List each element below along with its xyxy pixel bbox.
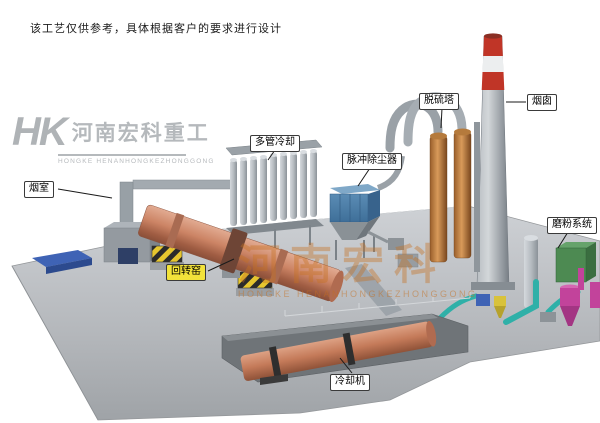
yellow-cyclone [494, 296, 506, 318]
company-name-cn: 河南宏科重工 [71, 122, 210, 145]
cooling-machine [240, 320, 437, 385]
watermark-divider [58, 154, 186, 156]
discharge-chute [345, 264, 402, 316]
disclaimer-note: 该工艺仅供参考，具体根据客户的要求进行设计 [30, 23, 282, 35]
company-watermark-left: HK 河南宏科重工 HONGKE HENANHONGKEZHONGGONG [12, 110, 215, 165]
label-cooling-machine: 冷却机 [330, 374, 370, 391]
company-name-en: HONGKE HENANHONGKEZHONGGONG [58, 158, 215, 165]
label-pulse-dust-collector: 脉冲除尘器 [342, 153, 402, 170]
company-logo: HK [12, 110, 68, 154]
railing [284, 292, 471, 317]
chimney [471, 33, 515, 290]
platform [11, 205, 600, 421]
blue-unit [476, 294, 490, 306]
label-chimney: 烟囱 [527, 94, 557, 111]
label-grinding-system: 磨粉系统 [547, 217, 597, 234]
id-fan [388, 238, 404, 250]
chimney-side-pipe [474, 122, 480, 272]
magenta-cyclone [560, 268, 600, 326]
label-multi-tube-cooler: 多管冷却 [250, 135, 300, 152]
chimney-stripes [481, 36, 505, 90]
label-rotary-kiln: 回转窑 [166, 264, 206, 281]
blue-pad [32, 250, 92, 274]
kiln-duct [132, 179, 233, 190]
grinding-system [437, 235, 600, 326]
pulse-dust-collector [329, 184, 404, 260]
auxiliary-box [397, 253, 419, 268]
leader-lines [57, 101, 569, 374]
label-desulfurization-tower: 脱硫塔 [419, 93, 459, 110]
label-smoke-chamber: 烟室 [24, 181, 54, 198]
